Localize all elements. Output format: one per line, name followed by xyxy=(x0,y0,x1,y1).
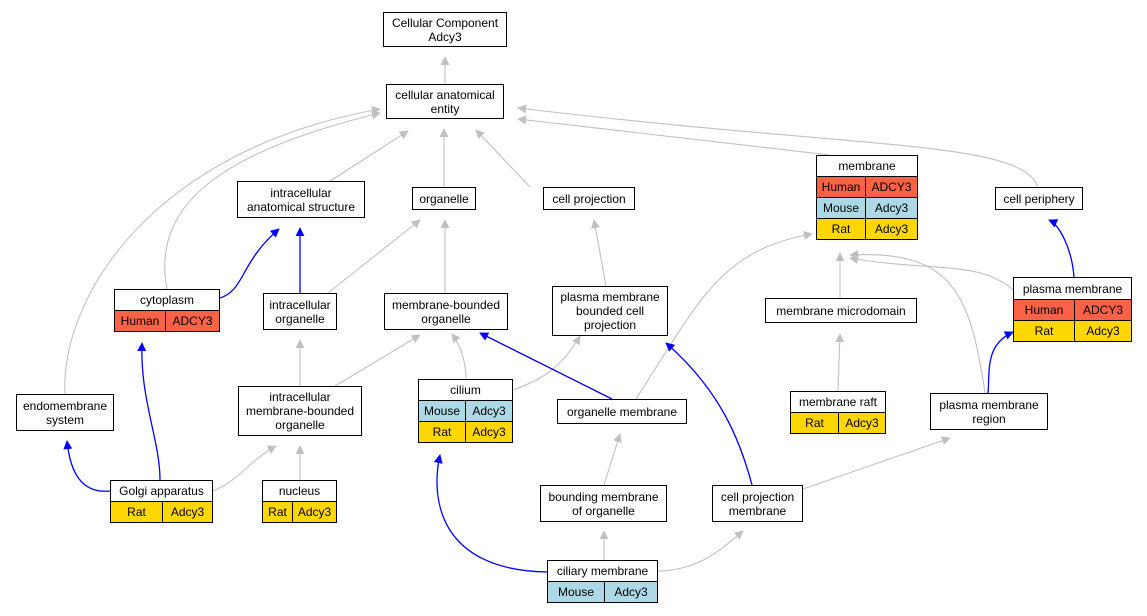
node-plasma-membrane[interactable]: plasma membrane xyxy=(1013,277,1132,300)
edge-is-a xyxy=(657,530,744,572)
edge-part-of xyxy=(665,342,753,486)
edge-is-a xyxy=(329,130,409,182)
node-ias[interactable]: intracellular anatomical structure xyxy=(237,181,365,218)
edge-is-a xyxy=(603,433,622,486)
node-golgi[interactable]: Golgi apparatus xyxy=(110,480,213,502)
edge-is-a xyxy=(635,230,813,400)
node-organelle-membrane[interactable]: organelle membrane xyxy=(557,399,687,424)
edge-is-a xyxy=(475,129,531,188)
node-pmbcp[interactable]: plasma membrane bounded cell projection xyxy=(552,286,668,336)
annotation-species: Mouse xyxy=(418,400,466,422)
edge-part-of xyxy=(1048,219,1075,278)
annotation-species: Human xyxy=(816,176,866,198)
node-cae[interactable]: cellular anatomical entity xyxy=(386,84,504,119)
edge-part-of xyxy=(137,342,161,481)
edge-is-a xyxy=(849,254,1014,291)
edge-is-a xyxy=(802,436,951,490)
edge-is-a xyxy=(327,219,421,294)
node-bmo[interactable]: bounding membrane of organelle xyxy=(540,485,667,522)
annotation-gene: Adcy3 xyxy=(465,421,513,443)
annotation-species: Rat xyxy=(1013,320,1075,342)
annotation-species: Rat xyxy=(790,412,839,434)
edge-is-a xyxy=(212,445,277,492)
annotation-gene: Adcy3 xyxy=(1074,320,1132,342)
node-cell-periphery[interactable]: cell periphery xyxy=(995,187,1083,210)
annotation-species: Mouse xyxy=(547,581,605,603)
edge-is-a xyxy=(164,110,381,290)
node-int-organelle[interactable]: intracellular organelle xyxy=(263,293,337,330)
node-imbo[interactable]: intracellular membrane-bounded organelle xyxy=(238,386,362,436)
edge-part-of xyxy=(479,332,613,400)
edge-part-of xyxy=(63,440,111,492)
node-nucleus[interactable]: nucleus xyxy=(262,480,337,502)
annotation-species: Rat xyxy=(418,421,466,443)
annotation-species: Human xyxy=(114,310,166,332)
annotation-species: Human xyxy=(1013,299,1075,321)
node-membrane-raft[interactable]: membrane raft xyxy=(790,391,886,413)
node-ciliary-membrane[interactable]: ciliary membrane xyxy=(547,560,658,582)
node-membrane-microdomain[interactable]: membrane microdomain xyxy=(765,298,917,323)
edge-part-of xyxy=(219,228,280,299)
annotation-gene: Adcy3 xyxy=(865,218,918,240)
annotation-species: Rat xyxy=(110,501,163,523)
node-endomembrane[interactable]: endomembrane system xyxy=(16,394,114,431)
edge-is-a xyxy=(835,333,845,392)
node-pm-region[interactable]: plasma membrane region xyxy=(930,393,1048,430)
node-cpm[interactable]: cell projection membrane xyxy=(712,485,803,522)
node-cilium[interactable]: cilium xyxy=(418,379,513,401)
node-root[interactable]: Cellular Component Adcy3 xyxy=(383,12,507,47)
annotation-gene: Adcy3 xyxy=(604,581,658,603)
edge-is-a xyxy=(512,335,581,391)
edge-is-a xyxy=(517,115,831,156)
annotation-species: Rat xyxy=(262,501,293,523)
node-mbo[interactable]: membrane-bounded organelle xyxy=(384,293,508,330)
node-membrane[interactable]: membrane xyxy=(816,155,918,177)
edge-part-of xyxy=(433,454,548,573)
edge-is-a xyxy=(451,333,467,380)
node-cell-projection[interactable]: cell projection xyxy=(543,187,635,210)
edge-is-a xyxy=(517,104,1039,188)
annotation-gene: Adcy3 xyxy=(162,501,213,523)
annotation-gene: Adcy3 xyxy=(292,501,337,523)
annotation-species: Rat xyxy=(816,218,866,240)
annotation-gene: Adcy3 xyxy=(465,400,513,422)
edge-is-a xyxy=(334,334,421,387)
annotation-gene: Adcy3 xyxy=(865,197,918,219)
edge-is-a xyxy=(591,219,607,287)
node-cytoplasm[interactable]: cytoplasm xyxy=(114,289,220,311)
edge-is-a xyxy=(849,250,986,394)
annotation-gene: Adcy3 xyxy=(838,412,886,434)
annotation-gene: ADCY3 xyxy=(165,310,220,332)
edge-is-a xyxy=(64,105,381,395)
annotation-species: Mouse xyxy=(816,197,866,219)
node-organelle[interactable]: organelle xyxy=(412,187,476,210)
annotation-gene: ADCY3 xyxy=(865,176,918,198)
annotation-gene: ADCY3 xyxy=(1074,299,1132,321)
edge-part-of xyxy=(987,331,1014,394)
